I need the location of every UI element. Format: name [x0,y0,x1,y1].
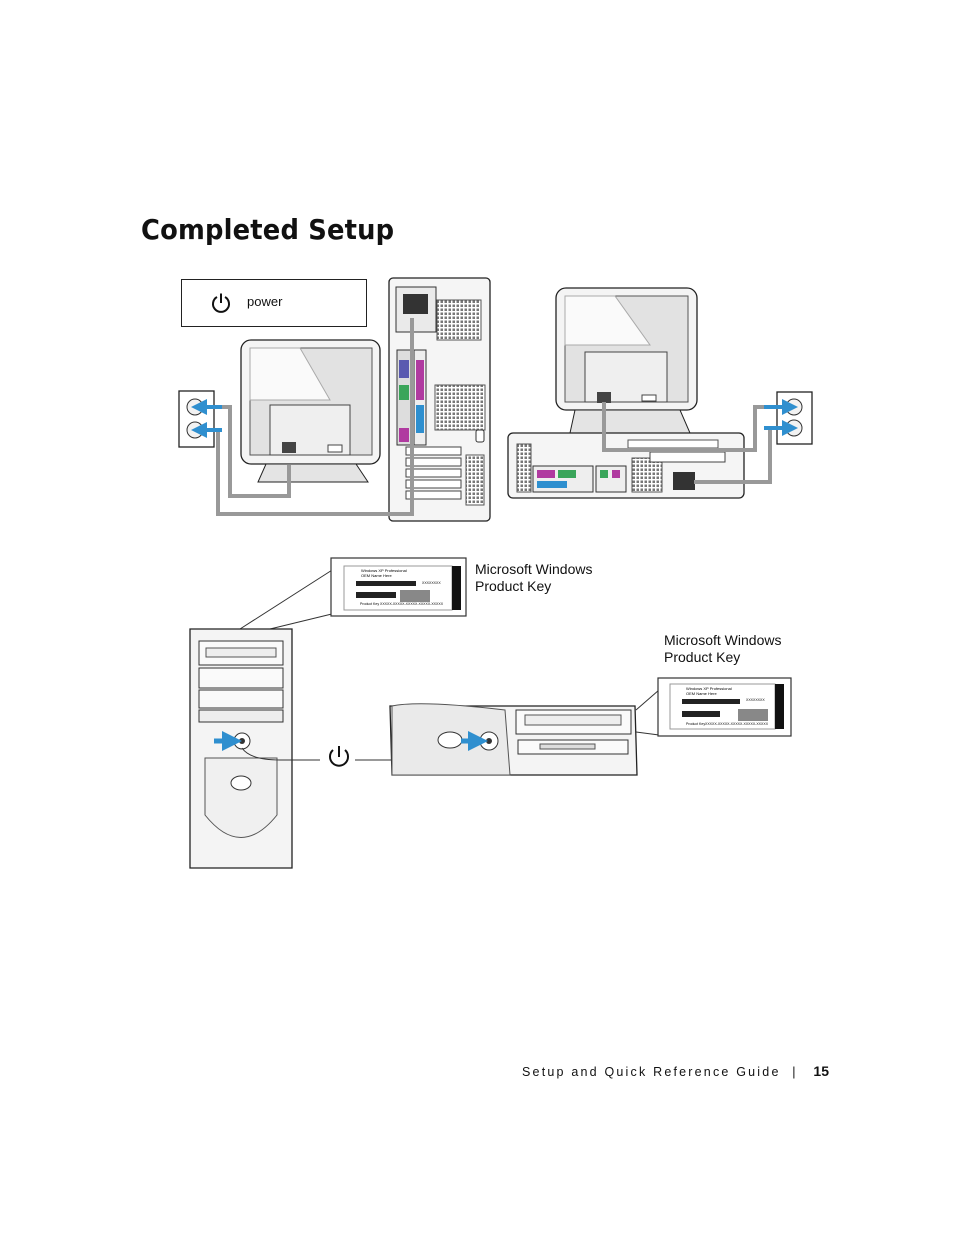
page-footer: Setup and Quick Reference Guide | 15 [522,1063,829,1079]
wall-outlet-right [776,391,813,445]
svg-text:OEM Name Here: OEM Name Here [361,573,392,578]
svg-text:XXXXX-XXXXX-XXXXX-XXXXX-XXXXX: XXXXX-XXXXX-XXXXX-XXXXX-XXXXX [705,722,769,726]
desktop-front [389,703,638,776]
svg-text:XXXXXXXX: XXXXXXXX [422,581,441,585]
power-icon [210,292,232,318]
page-number: 15 [813,1063,829,1079]
power-icon [329,746,349,767]
svg-text:XXXXX-XXXXX-XXXXX-XXXXX-XXXXX: XXXXX-XXXXX-XXXXX-XXXXX-XXXXX [380,602,444,606]
power-legend-label: power [247,294,283,309]
page-title: Completed Setup [141,213,395,246]
wall-outlet-left [178,390,215,448]
tower-rear-left [388,277,491,522]
tower-front [189,628,293,869]
svg-text:Windows XP Professional: Windows XP Professional [686,686,732,691]
svg-text:XXXXXXXX: XXXXXXXX [746,698,765,702]
svg-text:Product Key: Product Key [360,602,379,606]
coa-label-desktop: Windows XP Professional OEM Name Here Pr… [635,677,792,737]
desktop-rear-right [507,432,745,499]
arrow-icon [191,399,798,438]
svg-text:Product Key: Product Key [686,722,705,726]
product-key-callout-desktop: Microsoft Windows Product Key [664,632,782,665]
svg-text:Windows XP Professional: Windows XP Professional [361,568,407,573]
power-legend-box: power [181,279,367,327]
monitor-left [240,339,381,483]
footer-separator: | [792,1065,798,1079]
svg-text:OEM Name Here: OEM Name Here [686,691,717,696]
coa-label-tower: Windows XP Professional OEM Name Here Pr… [239,557,467,630]
footer-guide-title: Setup and Quick Reference Guide [522,1065,781,1079]
monitor-right [555,287,698,434]
product-key-callout-tower: Microsoft Windows Product Key [475,561,593,594]
